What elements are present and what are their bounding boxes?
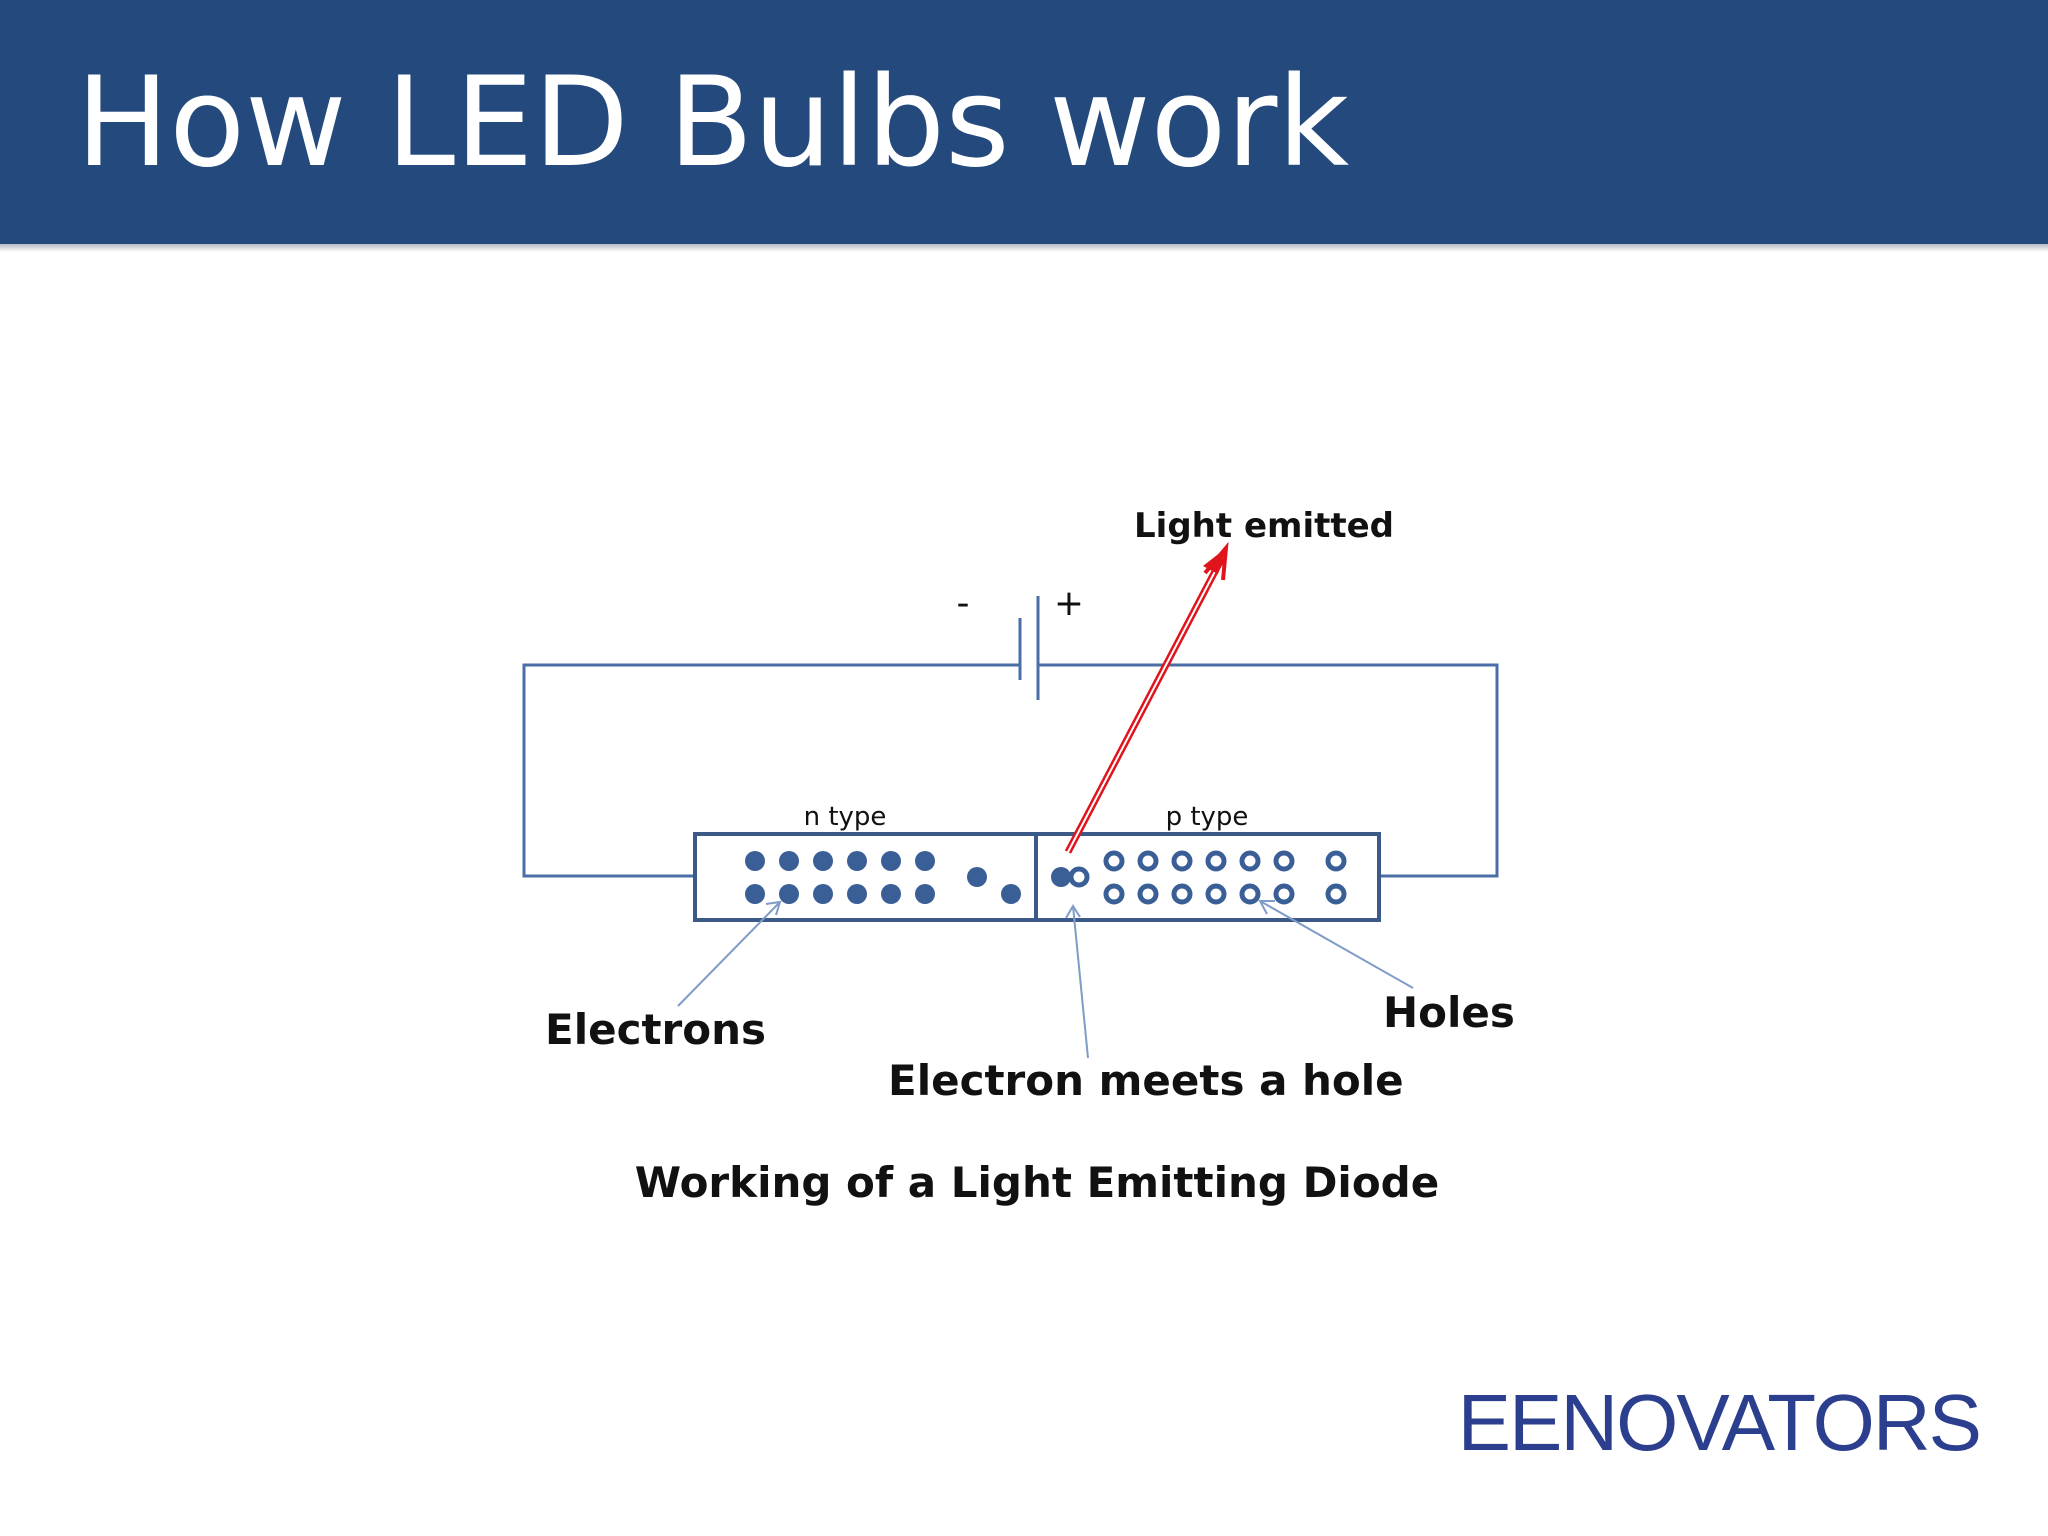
junction-pointer (1065, 904, 1089, 1059)
electrons (745, 851, 1071, 904)
hole (1103, 883, 1125, 905)
electron (779, 851, 799, 871)
hole (1137, 850, 1159, 872)
hole (1239, 883, 1261, 905)
electron (745, 851, 765, 871)
hole (1273, 850, 1295, 872)
electron (779, 884, 799, 904)
diagram-caption: Working of a Light Emitting Diode (635, 1158, 1440, 1207)
hole (1325, 850, 1347, 872)
electron (813, 884, 833, 904)
hole (1137, 883, 1159, 905)
electron (847, 884, 867, 904)
electrons-label: Electrons (545, 1005, 766, 1054)
light-emission-arrow (1064, 541, 1229, 854)
electron (881, 851, 901, 871)
slide-title: How LED Bulbs work (76, 51, 1350, 195)
electrons-pointer (677, 900, 782, 1007)
hole (1171, 883, 1193, 905)
electron (745, 884, 765, 904)
electron (1001, 884, 1021, 904)
electron (1051, 867, 1071, 887)
battery-symbol (1018, 596, 1040, 700)
battery-negative-label: - (957, 583, 970, 624)
electron (813, 851, 833, 871)
junction-label: Electron meets a hole (888, 1056, 1404, 1105)
circuit-wire-left (522, 663, 1020, 878)
battery-positive-label: + (1054, 583, 1084, 624)
circuit-wire-right (1038, 663, 1499, 878)
company-logo: EENOVATORS (1457, 1378, 1982, 1467)
electron (915, 884, 935, 904)
holes (1068, 850, 1347, 905)
electron (847, 851, 867, 871)
electron (915, 851, 935, 871)
hole (1273, 883, 1295, 905)
hole (1325, 883, 1347, 905)
title-bar-shadow (0, 244, 2048, 252)
holes-pointer (1258, 900, 1414, 989)
hole (1239, 850, 1261, 872)
p-type-label: p type (1166, 802, 1249, 832)
hole (1103, 850, 1125, 872)
p-type-region (1034, 832, 1381, 922)
electron (881, 884, 901, 904)
electron (967, 867, 987, 887)
hole (1068, 866, 1090, 888)
holes-label: Holes (1383, 988, 1515, 1037)
hole (1205, 850, 1227, 872)
hole (1171, 850, 1193, 872)
light-emitted-label: Light emitted (1134, 506, 1394, 546)
n-type-label: n type (804, 802, 887, 832)
title-bar: How LED Bulbs work (0, 0, 2048, 244)
hole (1205, 883, 1227, 905)
